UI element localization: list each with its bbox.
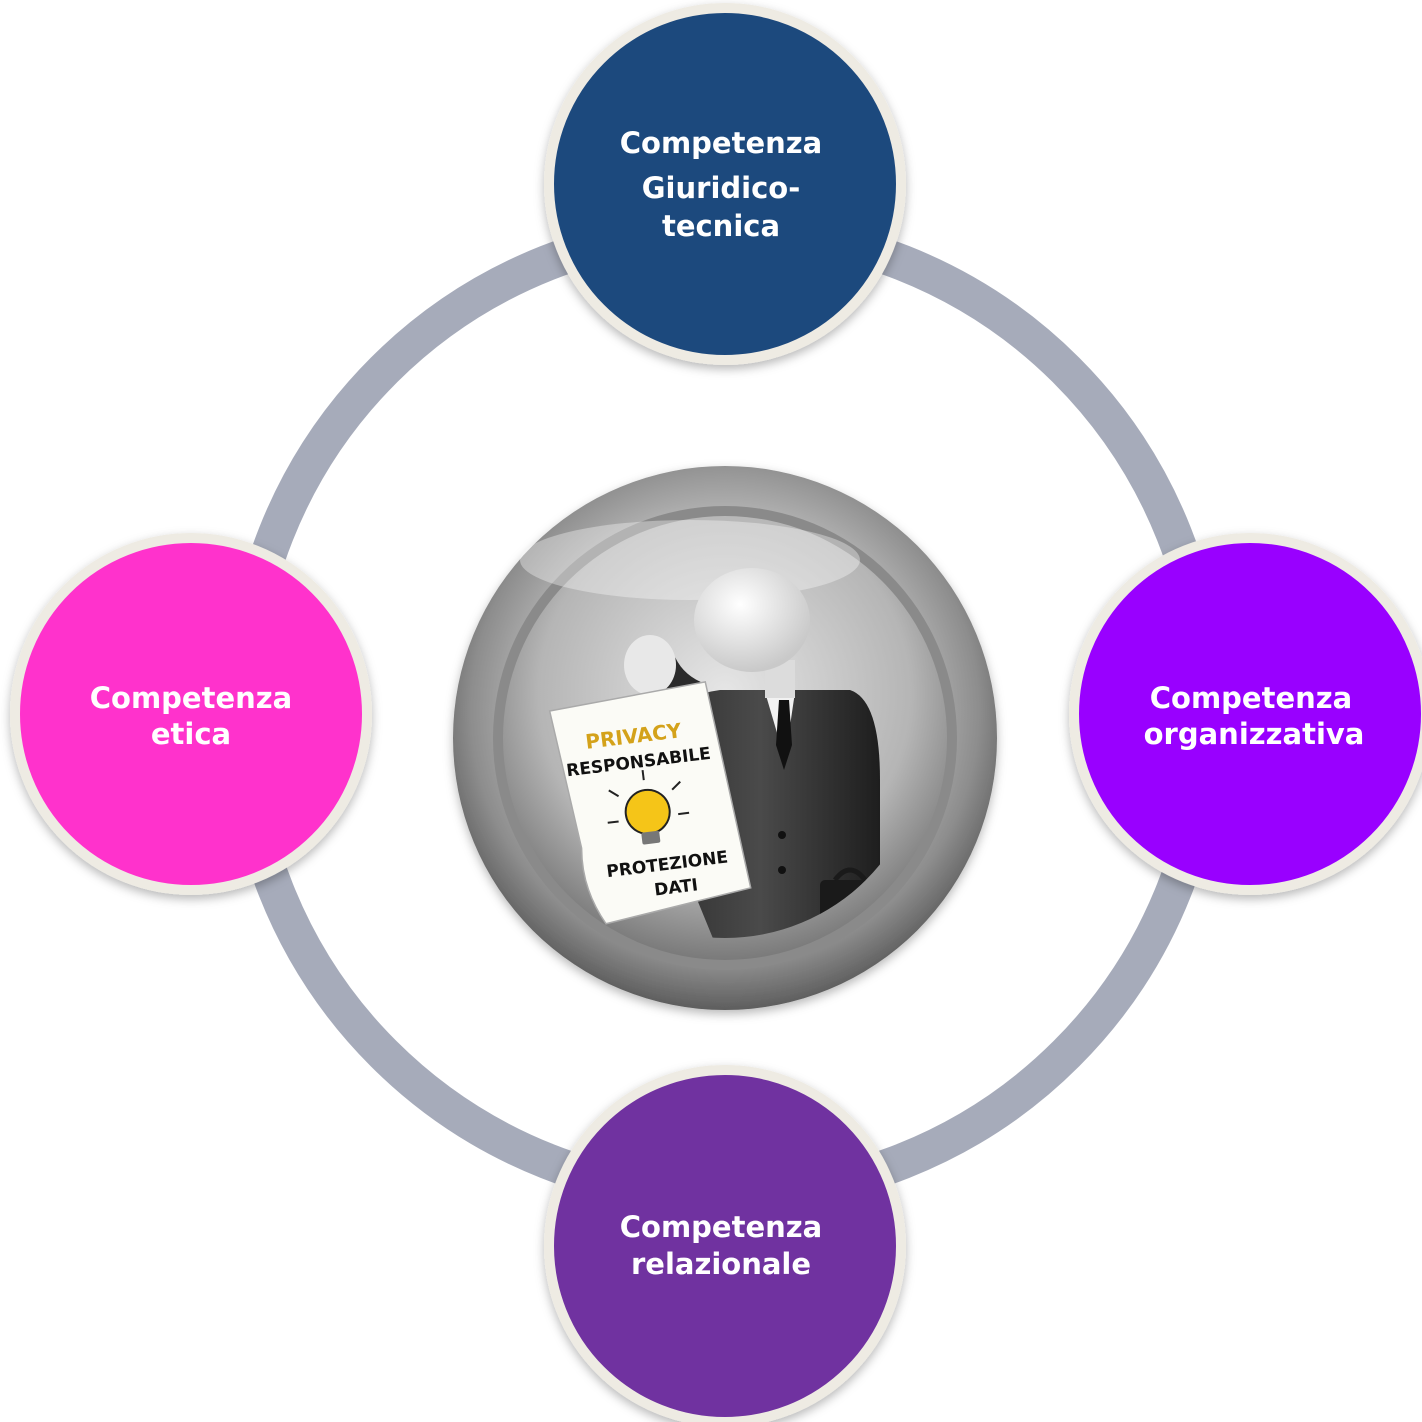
node-label-line: Competenza [90,681,292,715]
button-highlight [520,520,860,600]
center-button: PRIVACY RESPONSABILE PROTEZIONE DATI [453,466,997,1010]
lightbulb-icon [607,770,690,845]
node-label-line: organizzativa [1144,717,1365,751]
node-relazionale: Competenza relazionale [544,1065,906,1422]
node-label-line: Competenza [1150,681,1352,715]
node-label-line: Competenza [620,1210,822,1244]
node-label-line: Competenza [620,126,822,160]
figure-head [694,568,810,672]
node-organizzativa: Competenza organizzativa [1069,533,1422,895]
node-label-line: tecnica [662,209,780,243]
node-label-line: relazionale [631,1247,811,1281]
node-circle [544,1065,906,1422]
node-etica: Competenza etica [10,533,372,895]
node-label-line: Giuridico- [642,171,800,205]
node-label-line: etica [151,717,231,751]
node-circle [1069,533,1422,895]
node-giuridico-tecnica: Competenza Giuridico- tecnica [544,3,906,365]
privacy-sign: PRIVACY RESPONSABILE PROTEZIONE DATI [548,680,752,925]
node-circle [544,3,906,365]
node-circle [10,533,372,895]
